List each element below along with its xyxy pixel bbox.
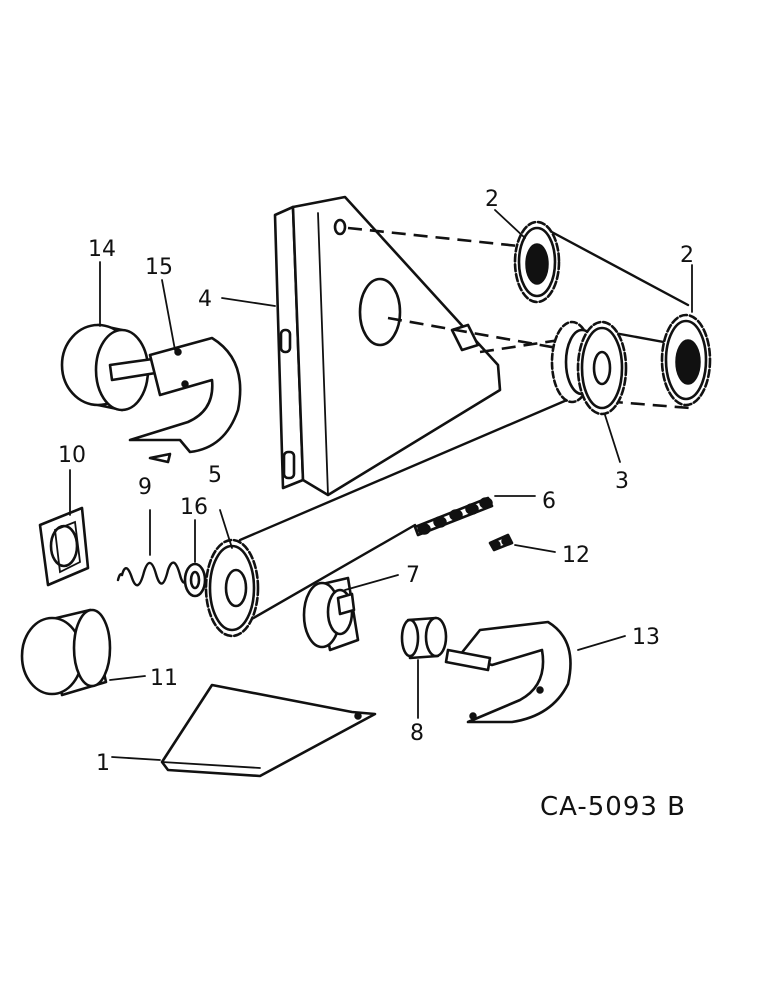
part-12-connector-link [488, 533, 514, 552]
part-1-scraper-plate [160, 683, 377, 778]
callout-15: 15 [145, 255, 173, 280]
callout-9: 9 [138, 475, 152, 500]
callout-7: 7 [406, 563, 420, 588]
part-14-bearing [60, 323, 164, 412]
callout-11: 11 [150, 666, 178, 691]
callout-2-right: 2 [680, 243, 694, 268]
callout-14: 14 [88, 237, 116, 262]
callout-4: 4 [198, 287, 212, 312]
part-15-shield [128, 336, 242, 464]
callout-10: 10 [58, 443, 86, 468]
callout-labels: 1 2 2 3 4 5 6 7 8 9 10 11 12 13 14 15 16 [58, 187, 694, 776]
part-13-curved-guard [444, 620, 572, 724]
part-2-upper-sprocket [513, 220, 561, 304]
callout-1: 1 [96, 751, 110, 776]
part-2-right-sprocket [660, 313, 712, 407]
part-16-washer [183, 562, 207, 598]
callout-2-upper: 2 [485, 187, 499, 212]
callout-12: 12 [562, 543, 590, 568]
leader-lines [69, 209, 693, 761]
callout-3: 3 [615, 469, 629, 494]
part-5-drive-sprocket [204, 538, 260, 638]
part-9-spring [116, 561, 190, 587]
callout-6: 6 [542, 489, 556, 514]
callout-13: 13 [632, 625, 660, 650]
part-4-bracket-plate [273, 195, 502, 497]
reference-code: CA-5093 B [540, 792, 686, 822]
callout-8: 8 [410, 721, 424, 746]
part-11-sleeve [20, 608, 112, 697]
part-10-flange-plate [38, 506, 90, 587]
part-7-clutch-collar [302, 576, 360, 652]
part-6-chain-segment [413, 496, 494, 537]
part-3-double-sprocket [550, 320, 628, 416]
callout-5: 5 [208, 463, 222, 488]
callout-16: 16 [180, 495, 208, 520]
part-8-bushing [400, 616, 448, 660]
